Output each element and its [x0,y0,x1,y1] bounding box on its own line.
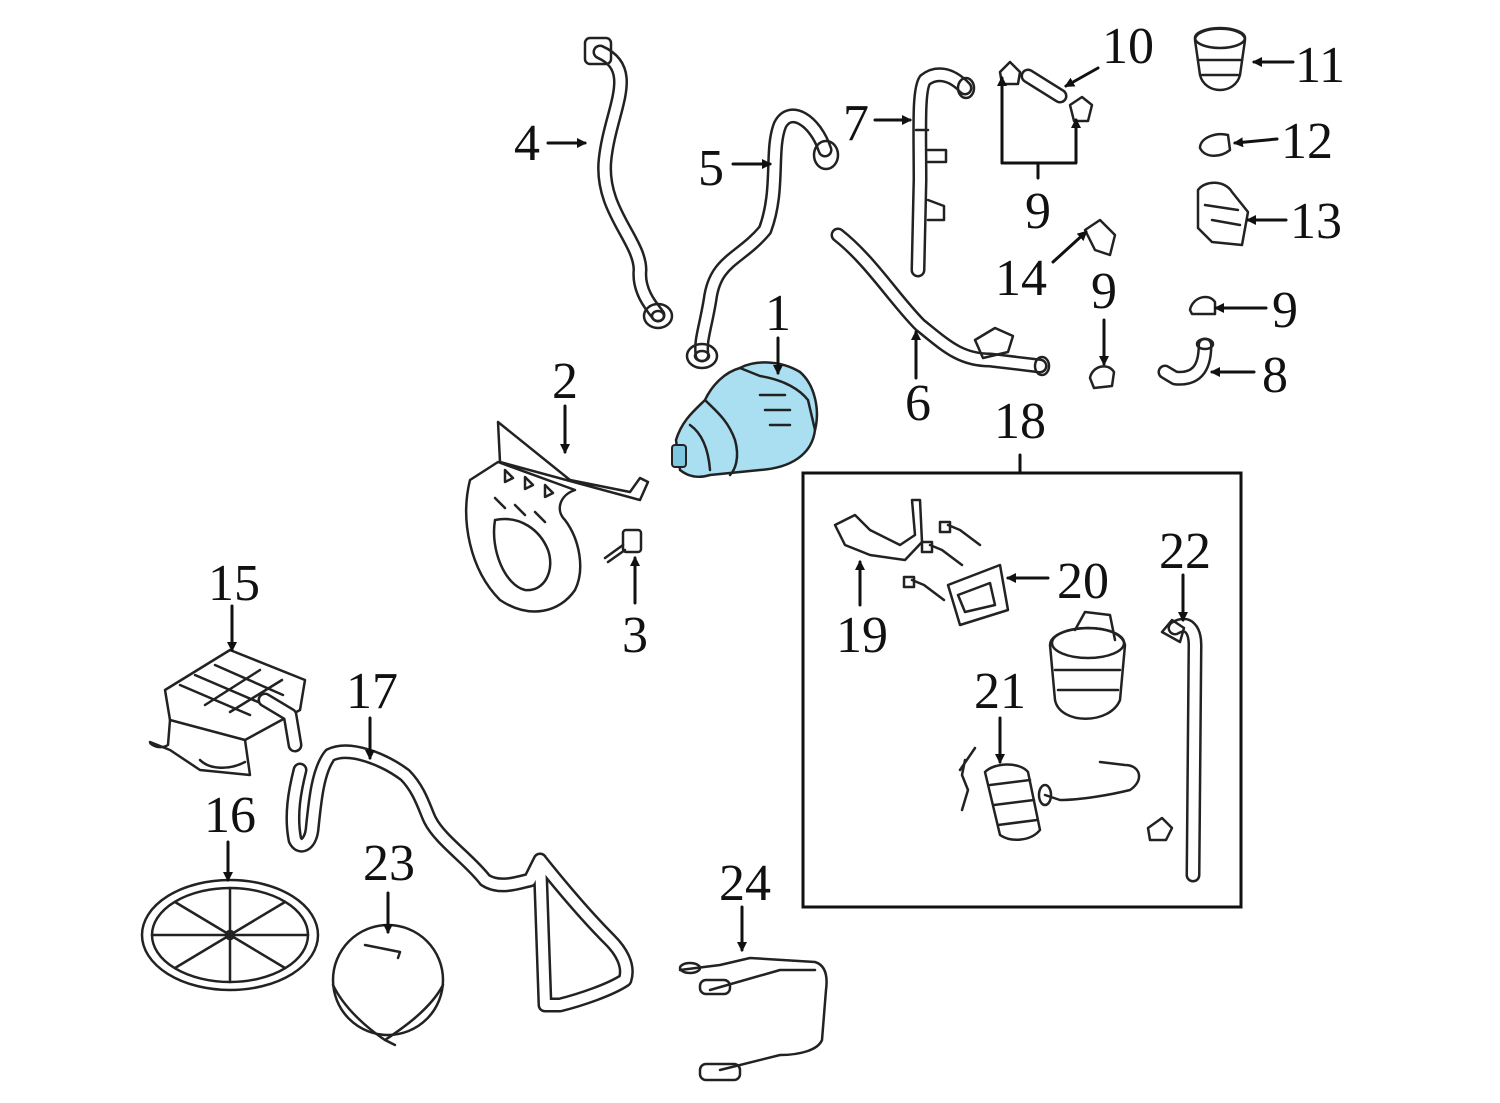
part-8-elbow-hose[interactable] [1157,337,1215,386]
part-6-pipe[interactable] [830,227,1051,377]
part-17-pipe[interactable] [285,744,634,1013]
callout-12: 12 [1281,113,1333,170]
part-10-tube[interactable] [998,60,1094,123]
callout-9-right: 9 [1272,282,1298,339]
part-13-valve[interactable] [1196,181,1250,247]
leader-lines [223,57,1295,952]
part-4-hose[interactable] [583,36,674,330]
part-23-reservoir[interactable] [331,923,445,1047]
callout-11: 11 [1295,37,1345,94]
part-15-canister[interactable] [148,648,307,777]
part-5-hose[interactable] [685,108,840,370]
part-21-filter[interactable] [958,746,1141,841]
callout-2: 2 [552,353,578,410]
callout-5: 5 [698,140,724,197]
part-9-clip-lower[interactable] [1088,365,1116,390]
part-3-sensor[interactable] [603,528,643,564]
pump-in-assembly[interactable] [1048,610,1127,720]
callout-15: 15 [208,555,260,612]
part-24-wiring[interactable] [678,956,828,1082]
part-9-clip-right[interactable] [1188,295,1217,316]
callout-9-middle: 9 [1091,263,1117,320]
part-16-filter-disc[interactable] [140,878,320,992]
callout-21: 21 [974,663,1026,720]
part-14-bracket[interactable] [1083,218,1117,257]
part-2-bracket[interactable] [465,420,650,613]
part-20-plate[interactable] [946,563,1010,627]
callout-13: 13 [1290,193,1342,250]
callout-24: 24 [719,855,771,912]
callout-16: 16 [204,787,256,844]
callout-10: 10 [1102,18,1154,75]
callout-23: 23 [363,835,415,892]
assembly-18-frame [801,471,1243,909]
callout-18: 18 [994,393,1046,450]
callout-14: 14 [995,250,1047,307]
callout-22: 22 [1159,523,1211,580]
callout-4: 4 [514,115,540,172]
callout-20: 20 [1057,553,1109,610]
callout-17: 17 [346,663,398,720]
callout-6: 6 [905,375,931,432]
callout-labels: 1 2 3 4 5 6 7 8 9 9 9 10 11 12 13 14 15 … [204,18,1345,912]
part-12-clip[interactable] [1198,133,1232,157]
callout-8: 8 [1262,347,1288,404]
callout-19: 19 [836,607,888,664]
part-1-air-pump[interactable] [671,361,819,479]
part-22-pipe[interactable] [1146,617,1203,883]
fasteners[interactable] [902,520,982,602]
part-19-bracket[interactable] [833,498,924,562]
part-7-pipe[interactable] [910,67,976,278]
part-11-cap[interactable] [1193,26,1247,92]
callout-1: 1 [765,285,791,342]
callout-3: 3 [622,607,648,664]
callout-9-top: 9 [1025,183,1051,240]
callout-7: 7 [843,95,869,152]
